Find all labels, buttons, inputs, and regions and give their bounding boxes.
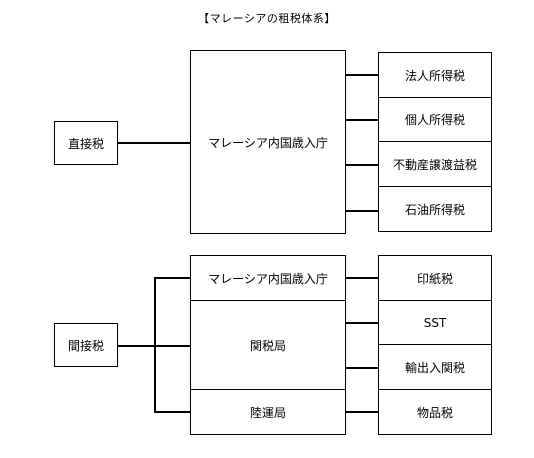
stamp-duty-box: 印紙税 bbox=[378, 255, 492, 301]
connector-customs-to-import-export-duty bbox=[346, 367, 378, 369]
indirect-vertical-bus bbox=[154, 277, 156, 412]
indirect-tax-category-box: 間接税 bbox=[54, 323, 118, 367]
indirect-inland-revenue-box: マレーシア内国歳入庁 bbox=[190, 255, 346, 301]
connector-indirect-to-bus bbox=[118, 345, 154, 347]
connector-authority-to-corporate-tax bbox=[346, 74, 378, 76]
connector-inland-revenue-to-stamp-duty bbox=[346, 277, 378, 279]
connector-authority-to-individual-tax bbox=[346, 119, 378, 121]
diagram-title: 【マレーシアの租税体系】 bbox=[198, 12, 336, 25]
connector-road-transport-to-excise bbox=[346, 411, 378, 413]
corporate-income-tax-box: 法人所得税 bbox=[378, 52, 492, 98]
sst-box: SST bbox=[378, 299, 492, 346]
individual-income-tax-box: 個人所得税 bbox=[378, 96, 492, 143]
real-property-gains-tax-box: 不動産譲渡益税 bbox=[378, 141, 492, 187]
import-export-duty-box: 輸出入関税 bbox=[378, 344, 492, 390]
customs-department-box: 関税局 bbox=[190, 299, 346, 391]
connector-authority-to-petroleum-tax bbox=[346, 210, 378, 212]
connector-authority-to-rpgt bbox=[346, 164, 378, 166]
direct-tax-category-box: 直接税 bbox=[54, 121, 118, 165]
connector-direct-to-authority bbox=[118, 142, 190, 144]
connector-bus-to-customs bbox=[154, 345, 190, 347]
connector-customs-to-sst bbox=[346, 322, 378, 324]
road-transport-department-box: 陸運局 bbox=[190, 389, 346, 435]
excise-duty-box: 物品税 bbox=[378, 389, 492, 435]
connector-bus-to-road-transport bbox=[154, 411, 190, 413]
connector-bus-to-inland-revenue bbox=[154, 277, 190, 279]
petroleum-income-tax-box: 石油所得税 bbox=[378, 186, 492, 232]
direct-authority-box: マレーシア内国歳入庁 bbox=[190, 50, 346, 234]
